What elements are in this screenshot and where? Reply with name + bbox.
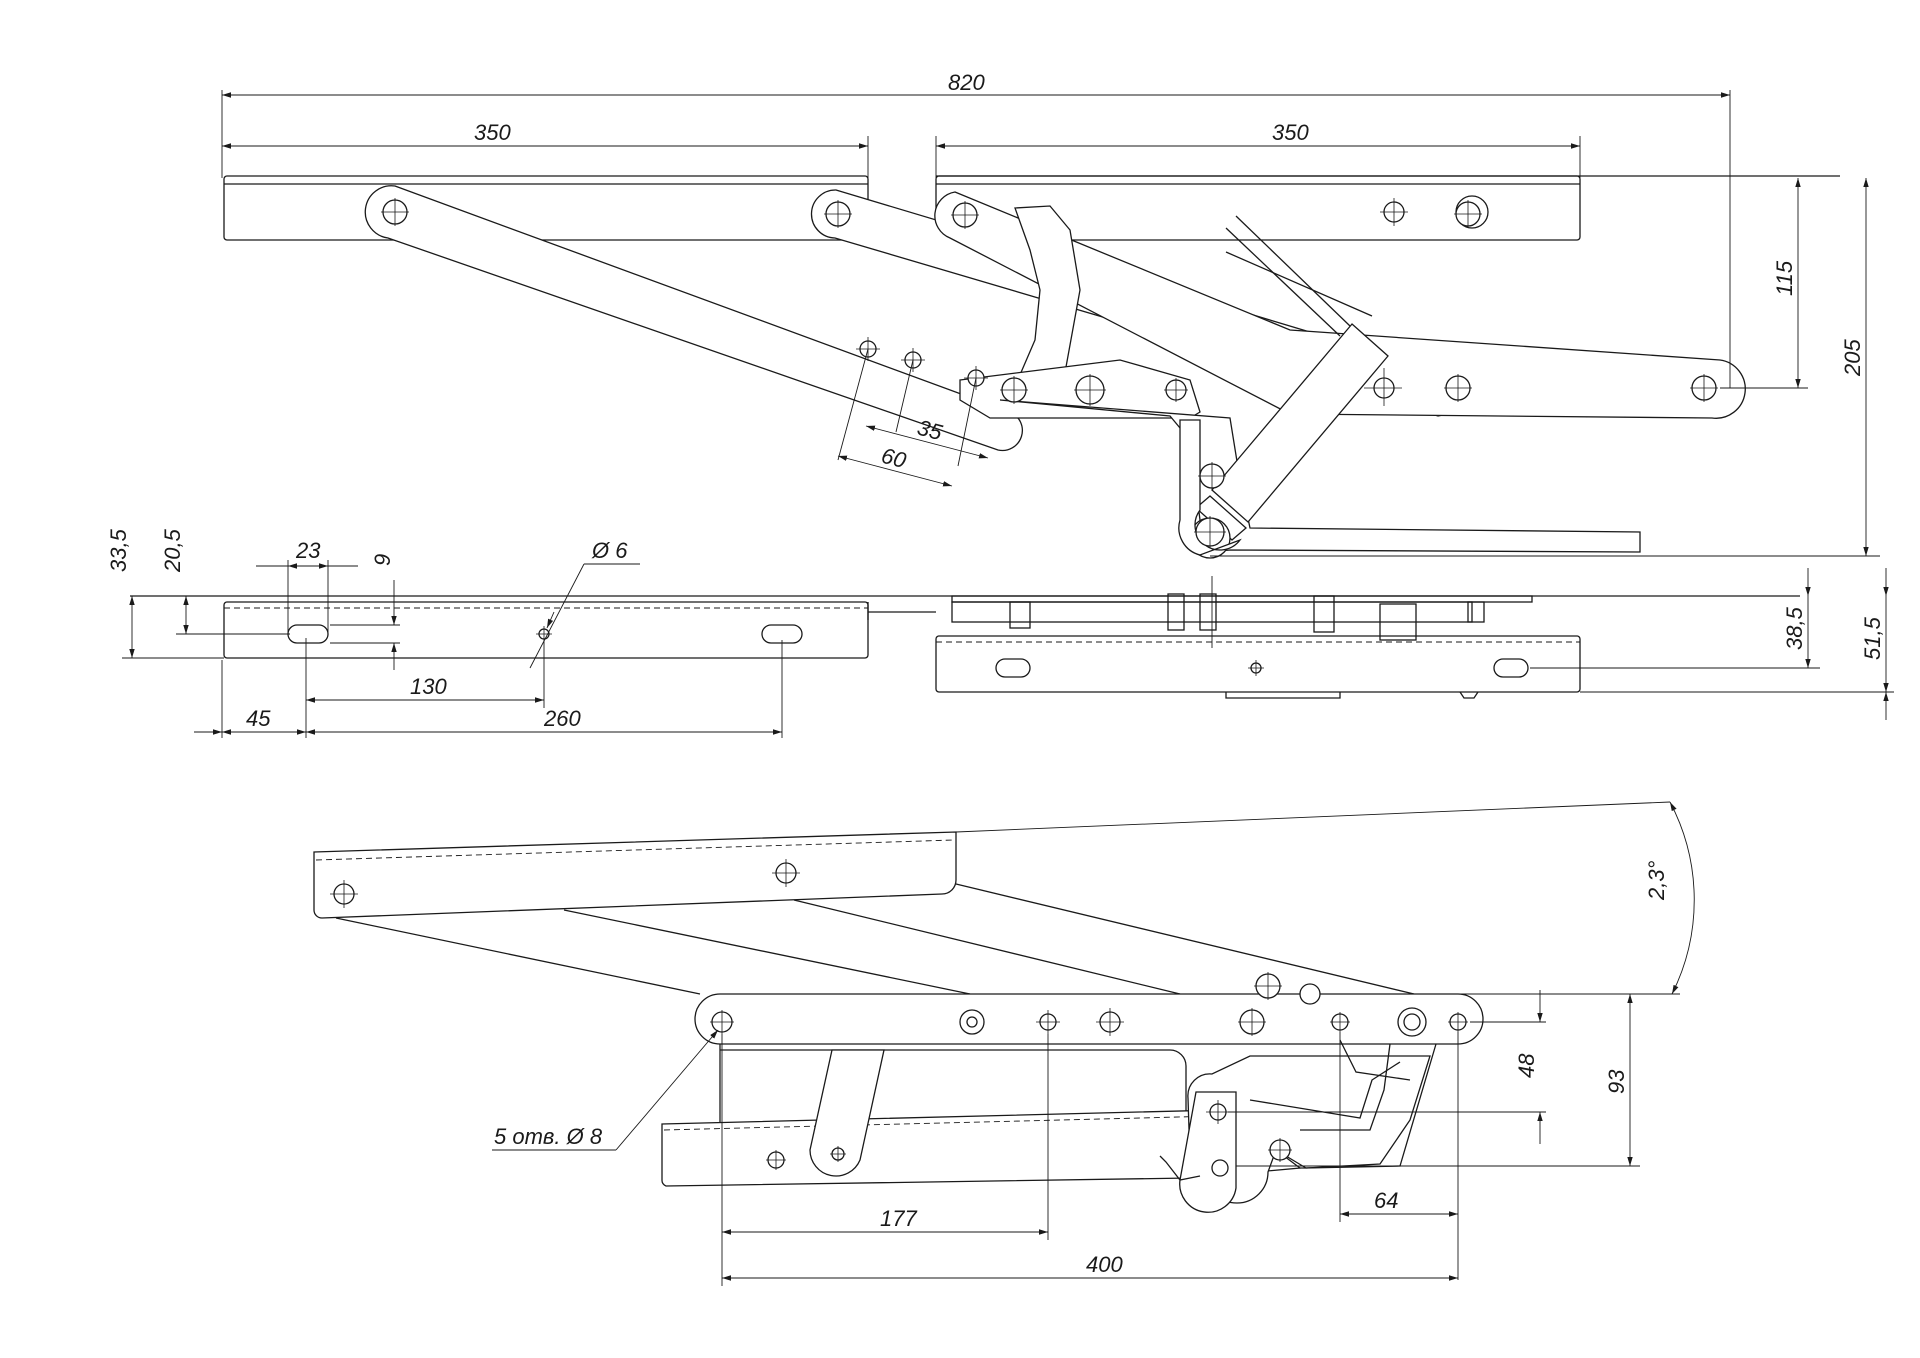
dim-400: 400 — [1086, 1252, 1123, 1277]
dim-93: 93 — [1604, 1069, 1629, 1094]
side-view: 33,5 20,5 23 9 Ø 6 130 45 260 — [106, 528, 1894, 738]
hole — [1211, 1159, 1229, 1177]
dim-64: 64 — [1374, 1188, 1398, 1213]
dim-177: 177 — [880, 1206, 917, 1231]
dim-9: 9 — [370, 554, 395, 566]
dim-phi6: Ø 6 — [591, 538, 628, 563]
hole — [1403, 1013, 1421, 1031]
vertical-link — [809, 1049, 885, 1177]
slanted-bracket — [1179, 1091, 1237, 1213]
horizontal-arm — [694, 993, 1484, 1045]
center-marks — [381, 198, 1718, 548]
dim-350-left: 350 — [474, 120, 511, 145]
diagonal-link-middle — [934, 191, 1746, 419]
dim-115: 115 — [1772, 260, 1797, 296]
dim-33-5: 33,5 — [106, 528, 131, 572]
dim-23: 23 — [295, 538, 321, 563]
slot — [1493, 658, 1529, 678]
hole — [966, 1016, 978, 1028]
hole — [1299, 983, 1321, 1005]
dim-45: 45 — [246, 706, 271, 731]
dim-38-5: 38,5 — [1782, 606, 1807, 650]
side-left-bar — [223, 601, 869, 659]
dim-35: 35 — [915, 415, 946, 446]
dim-5-holes: 5 отв. Ø 8 — [494, 1124, 603, 1149]
side-right-bar — [935, 635, 1581, 693]
angled-top-plate — [313, 831, 957, 919]
top-view: 820 350 350 115 205 35 60 — [221, 70, 1880, 559]
dim-60: 60 — [879, 443, 910, 474]
dim-205: 205 — [1840, 339, 1865, 377]
dim-260: 260 — [543, 706, 581, 731]
slot — [995, 658, 1031, 678]
dim-820: 820 — [948, 70, 985, 95]
dim-130: 130 — [410, 674, 447, 699]
dim-angle: 2,3° — [1644, 860, 1669, 901]
folded-view: 2,3° 5 отв. Ø 8 48 93 64 177 400 — [313, 801, 1695, 1286]
dim-48: 48 — [1514, 1053, 1539, 1078]
top-left-bar — [223, 175, 869, 241]
dim-350-right: 350 — [1272, 120, 1309, 145]
folded-center-marks — [330, 859, 1468, 1170]
slot — [287, 624, 329, 644]
dim-20-5: 20,5 — [160, 528, 185, 573]
hook-arm — [1178, 419, 1242, 556]
dim-51-5: 51,5 — [1860, 616, 1885, 660]
